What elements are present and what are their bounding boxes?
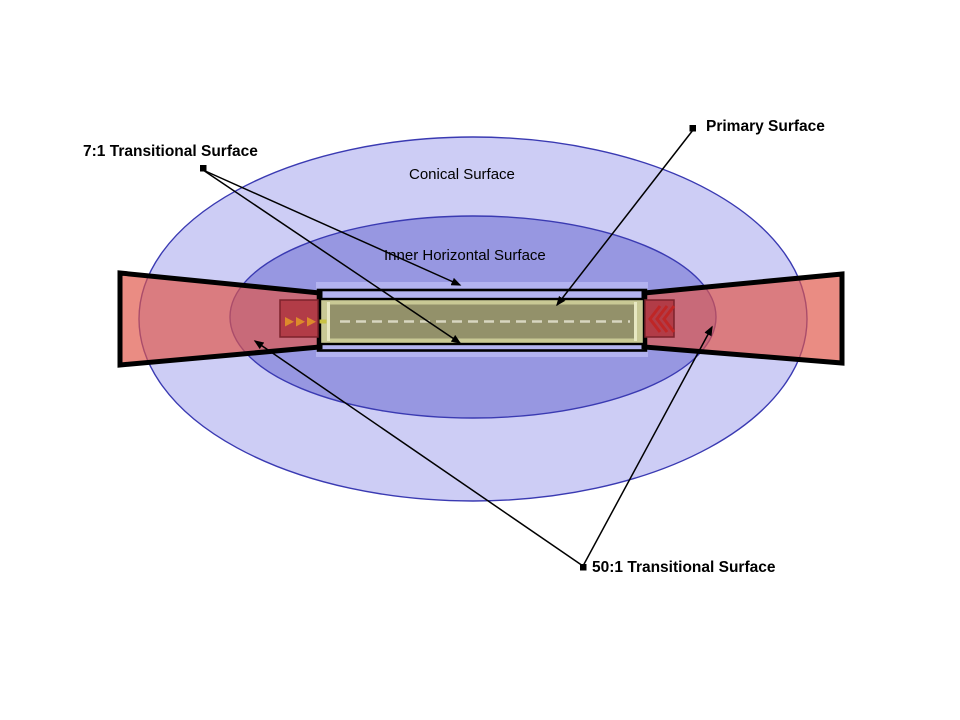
leader-line-7-1-bottom [202,169,462,344]
leader-line-7-1-top [202,169,462,286]
approach-chevrons-icon [648,305,676,333]
leader-anchor-primary [689,125,696,132]
leader-line-primary [556,129,694,307]
leader-line-50-1-left [253,340,584,567]
label-7-1-transitional-surface: 7:1 Transitional Surface [83,143,258,160]
label-primary-surface: Primary Surface [706,118,825,135]
label-50-1-transitional-surface: 50:1 Transitional Surface [592,559,776,576]
runway-threshold-right [634,302,637,341]
leader-anchor-50-1 [580,564,587,571]
runway-threshold-left [327,302,330,341]
label-inner-horizontal-surface: Inner Horizontal Surface [384,247,546,264]
approach-surface-left [117,270,323,368]
approach-arrows-icon [285,317,327,327]
label-conical-surface: Conical Surface [409,166,515,183]
leader-line-50-1-right [582,325,713,567]
leader-anchor-7-1 [200,165,207,172]
